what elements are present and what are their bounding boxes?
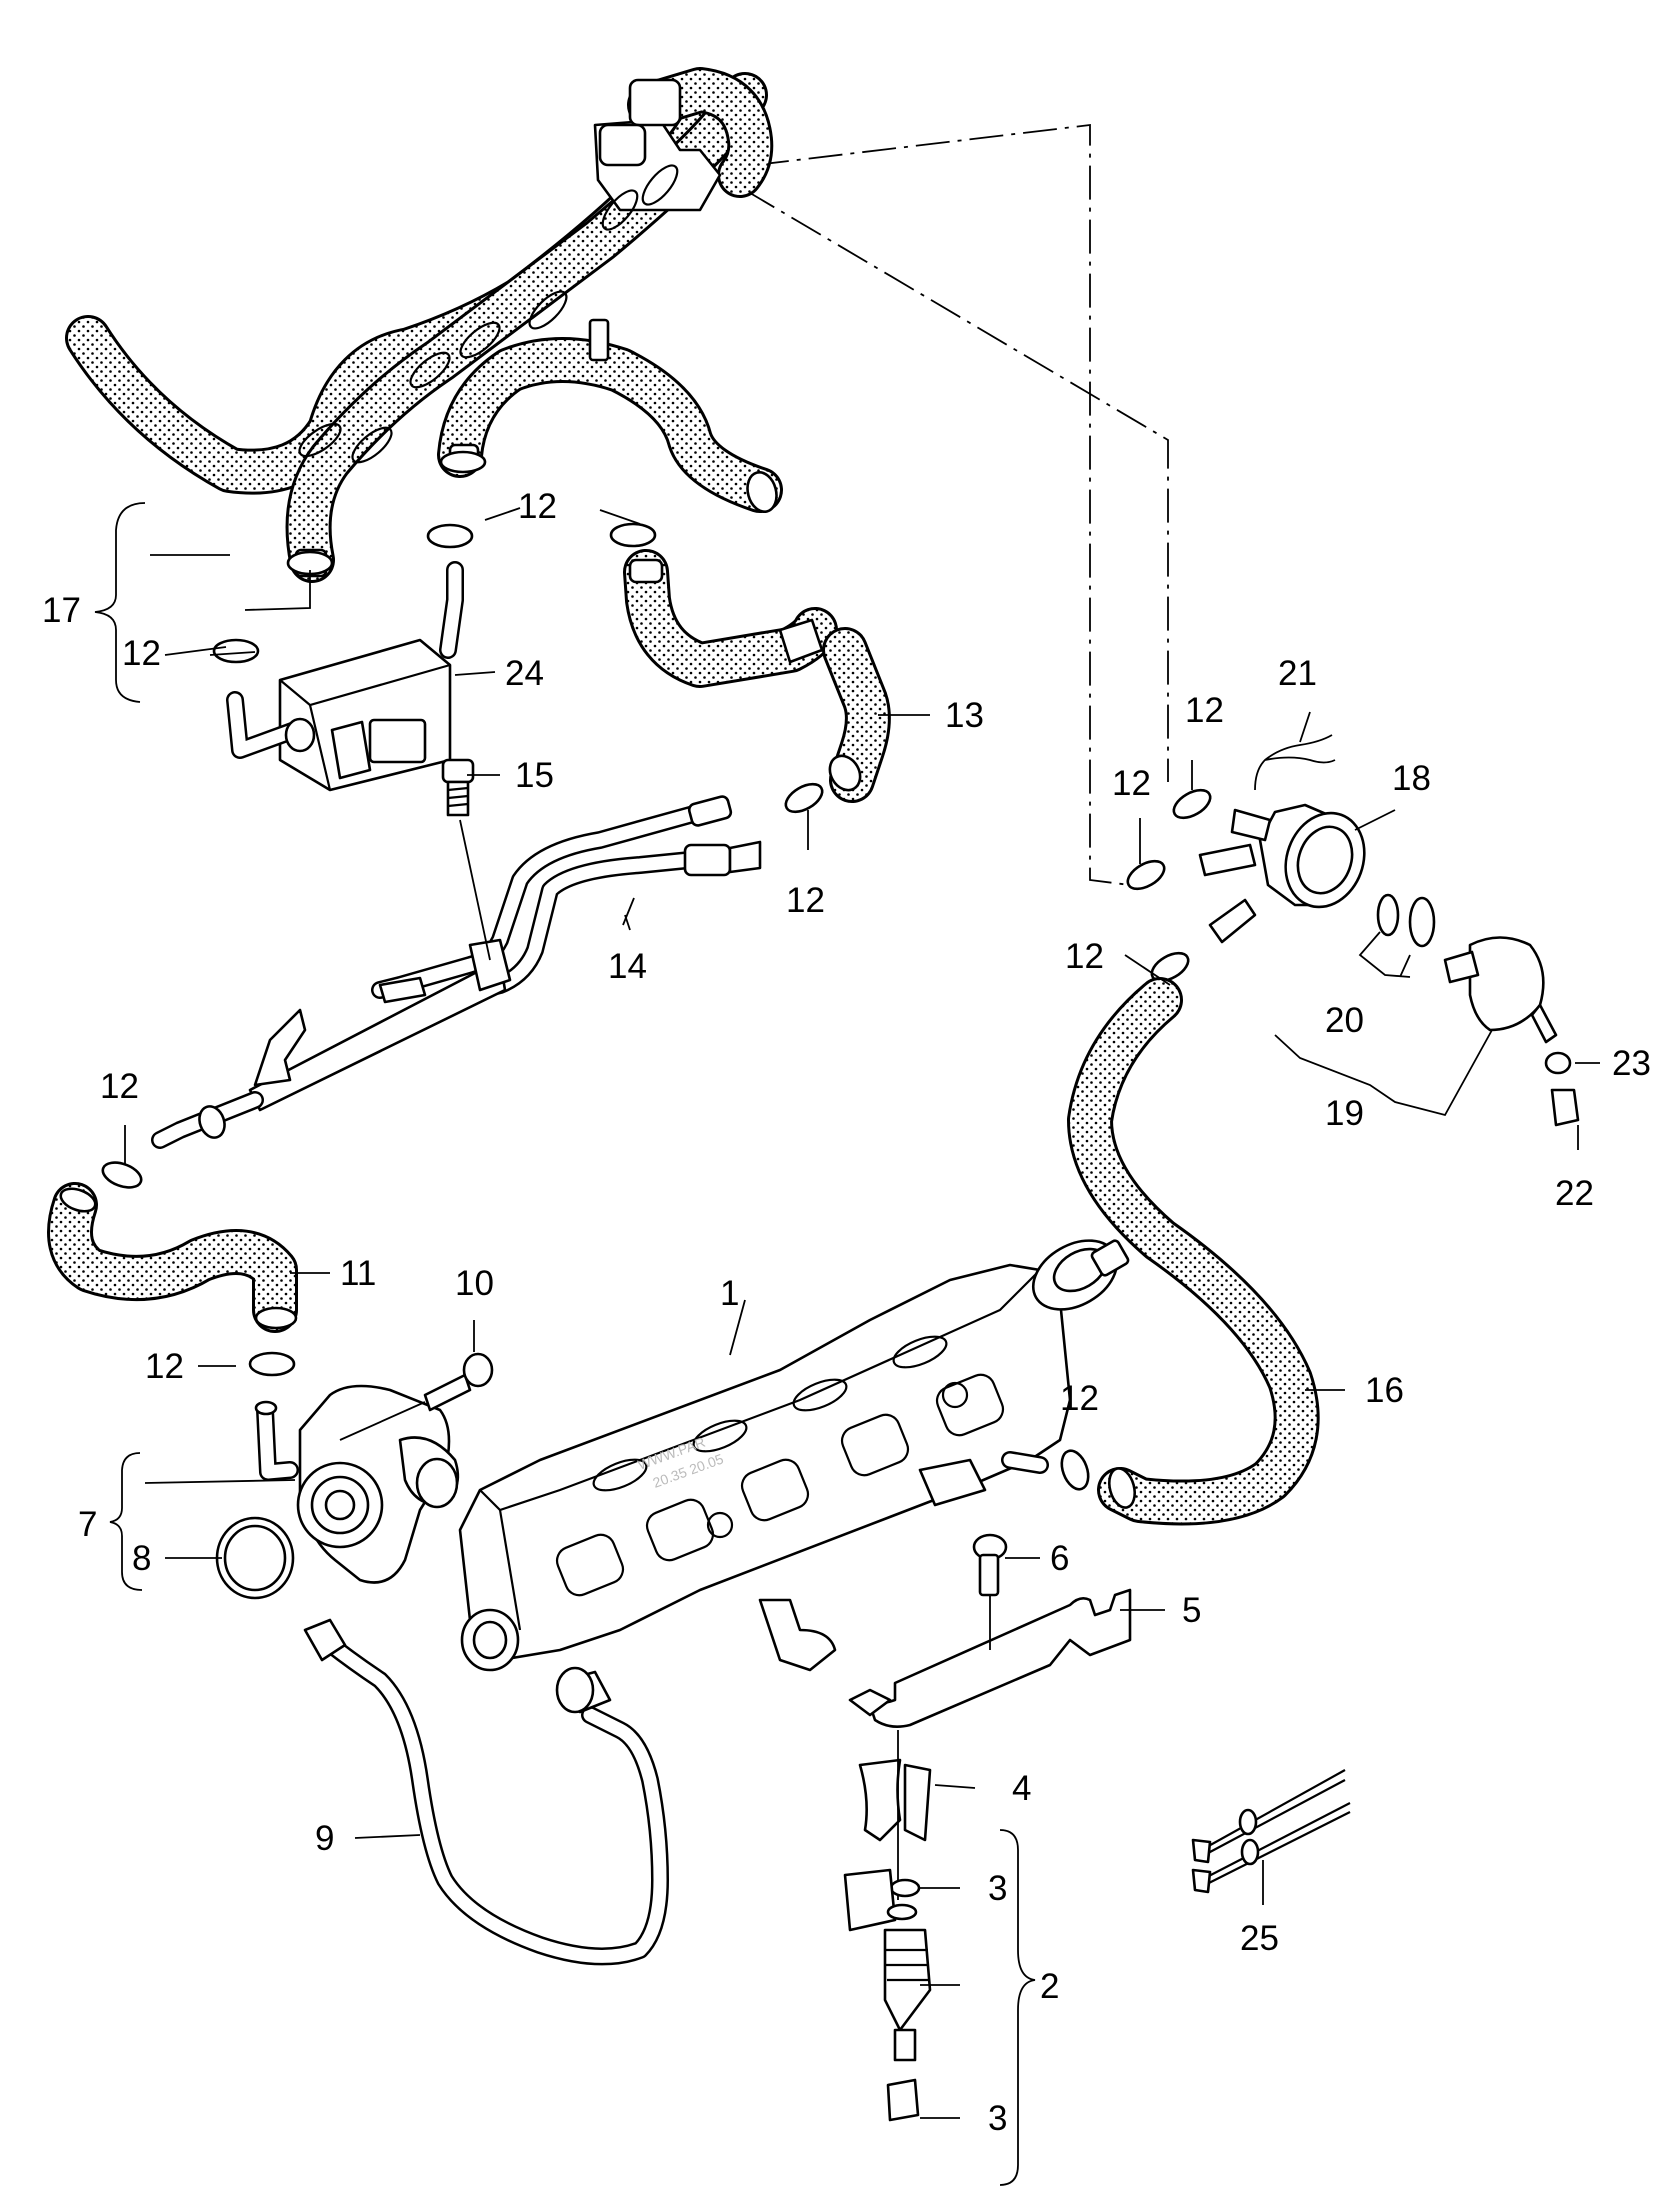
assembly-reference-lines bbox=[744, 123, 1169, 886]
callout-16: 16 bbox=[1365, 1371, 1404, 1410]
callout-18: 18 bbox=[1392, 759, 1431, 798]
seal-8 bbox=[215, 1516, 295, 1600]
damper-19 bbox=[1443, 936, 1558, 1044]
hose-16 bbox=[1067, 977, 1320, 1526]
callout-10: 10 bbox=[455, 1264, 494, 1303]
clip-4 bbox=[858, 1758, 932, 1842]
callout-12-d: 12 bbox=[100, 1067, 139, 1106]
callout-21: 21 bbox=[1278, 654, 1317, 693]
pipe-assembly-14 bbox=[151, 795, 762, 1149]
callout-14: 14 bbox=[608, 947, 647, 986]
group-brackets bbox=[94, 502, 1036, 2186]
bolt-6 bbox=[972, 1533, 1008, 1650]
bolt-15 bbox=[441, 758, 491, 961]
callout-24: 24 bbox=[505, 654, 544, 693]
callout-12-h: 12 bbox=[1112, 764, 1151, 803]
callout-7: 7 bbox=[78, 1505, 97, 1544]
callout-13: 13 bbox=[945, 696, 984, 735]
bracket-5 bbox=[848, 1588, 1132, 1728]
fuel-rail-1 bbox=[458, 1239, 1130, 1672]
cap-22-23 bbox=[1544, 1051, 1580, 1127]
callout-8: 8 bbox=[132, 1539, 151, 1578]
callout-4: 4 bbox=[1012, 1769, 1031, 1808]
callout-19: 19 bbox=[1325, 1094, 1364, 1133]
hose-clamps-middle bbox=[101, 782, 1212, 1491]
hose-harness bbox=[65, 67, 783, 583]
leader-lines bbox=[124, 507, 1600, 2119]
callout-17: 17 bbox=[42, 591, 81, 630]
o-rings-20 bbox=[1376, 893, 1436, 948]
hose-13 bbox=[623, 549, 891, 803]
callout-labels: 1 2 3 3 4 5 6 7 8 9 10 11 12 12 12 12 12… bbox=[42, 487, 1651, 2138]
callout-12-e: 12 bbox=[145, 1347, 184, 1386]
callout-12-b: 12 bbox=[122, 634, 161, 673]
hose-clamps-top bbox=[212, 450, 657, 664]
callout-23: 23 bbox=[1612, 1044, 1651, 1083]
valve-24 bbox=[226, 561, 464, 792]
callout-12-c: 12 bbox=[786, 881, 825, 920]
callout-12-g: 12 bbox=[1185, 691, 1224, 730]
callout-3-top: 3 bbox=[988, 1869, 1007, 1908]
cable-ties-25 bbox=[1191, 1769, 1351, 1894]
pump-7 bbox=[254, 1384, 460, 1584]
callout-11: 11 bbox=[340, 1254, 376, 1293]
callout-12-a: 12 bbox=[518, 487, 557, 526]
callout-22: 22 bbox=[1555, 1174, 1594, 1213]
callout-5: 5 bbox=[1182, 1591, 1201, 1630]
pipe-9 bbox=[303, 1618, 669, 1966]
callout-20: 20 bbox=[1325, 1001, 1364, 1040]
callout-1: 1 bbox=[720, 1274, 739, 1313]
callout-9: 9 bbox=[315, 1819, 334, 1858]
callout-25: 25 bbox=[1240, 1919, 1279, 1958]
callout-15: 15 bbox=[515, 756, 554, 795]
clip-21 bbox=[1254, 734, 1336, 791]
callout-2: 2 bbox=[1040, 1967, 1059, 2006]
callout-3-bottom: 3 bbox=[988, 2099, 1007, 2138]
injector-2 bbox=[843, 1868, 932, 2122]
callout-12-i: 12 bbox=[1065, 937, 1104, 976]
callout-6: 6 bbox=[1050, 1539, 1069, 1578]
bolt-10 bbox=[339, 1352, 494, 1441]
callout-12-f: 12 bbox=[1060, 1379, 1099, 1418]
hose-11 bbox=[47, 1182, 298, 1333]
pressure-regulator-18 bbox=[1198, 803, 1366, 944]
